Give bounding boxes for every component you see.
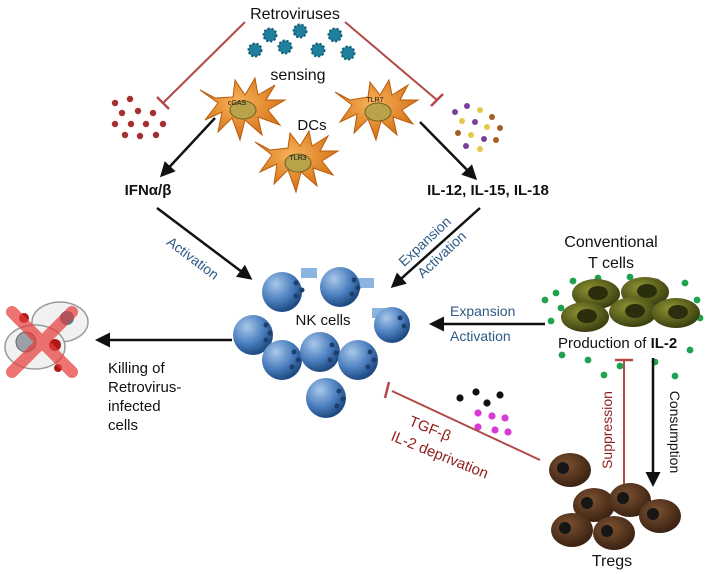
treg-cells: [549, 453, 681, 550]
nk-cell: [262, 340, 302, 380]
treg-inhibit-nk: [383, 381, 541, 461]
expansion-mid-label: Expansion: [450, 303, 515, 319]
tgf-il2-dots: [456, 388, 512, 436]
arrow-dc-to-ifn: [159, 117, 216, 178]
t-cell: [572, 279, 620, 309]
consumption-label: Consumption: [667, 391, 683, 474]
il2-text: IL-2: [651, 335, 678, 352]
nk-cell: [320, 267, 374, 307]
virus-particle: [327, 27, 343, 43]
production-of-text: Production of: [558, 335, 647, 352]
virus-particle: [262, 27, 278, 43]
arrow-dc-to-il12: [419, 121, 478, 181]
treg-cell: [573, 488, 615, 522]
virus-particle: [292, 23, 308, 39]
killing-line4-label: cells: [108, 417, 138, 434]
treg-cell: [593, 516, 635, 550]
suppression-label: Suppression: [599, 391, 615, 469]
virus-particle: [247, 42, 263, 58]
t-cell: [561, 302, 609, 332]
activation-left-label: Activation: [164, 233, 222, 282]
conventional-t-cells: [561, 277, 700, 332]
treg-suppression: [615, 358, 633, 484]
il12-label: IL-12, IL-15, IL-18: [427, 182, 549, 199]
treg-cell: [639, 499, 681, 533]
killed-infected-cells: [4, 301, 89, 378]
nk-cell: [372, 307, 410, 343]
conventional-line1-label: Conventional: [564, 234, 657, 251]
dcs-label: DCs: [297, 117, 326, 134]
cgas-label: cGAS: [228, 100, 247, 107]
ifn-cytokine-dots: [111, 95, 167, 140]
nk-cell: [233, 315, 273, 355]
virus-inhibit-left: [156, 21, 246, 110]
nk-cells-label: NK cells: [295, 312, 350, 329]
sensing-label: sensing: [270, 67, 325, 84]
arrow-ifn-to-nk: [156, 207, 253, 280]
treg-cell: [609, 483, 651, 517]
ifn-label: IFNα/β: [125, 182, 172, 199]
nk-cell: [306, 378, 346, 418]
tlr7-label: TLR7: [366, 97, 383, 104]
nk-cell: [262, 268, 317, 312]
cross-icon: [6, 306, 78, 378]
t-cell: [652, 298, 700, 328]
activation-mid-label: Activation: [450, 328, 511, 344]
killing-line1-label: Killing of: [108, 360, 166, 377]
treg-cell: [549, 453, 591, 487]
nk-cells: [233, 267, 410, 418]
nk-cell: [338, 340, 378, 380]
virus-inhibit-right: [344, 21, 444, 107]
conventional-line2-label: T cells: [588, 255, 634, 272]
treg-cell: [551, 513, 593, 547]
il12-cytokine-dots: [452, 103, 503, 152]
dendritic-cell-tlr7: TLR7: [334, 78, 420, 142]
killing-line2-label: Retrovirus-: [108, 379, 181, 396]
arrow-il12-to-nk: [390, 207, 481, 289]
dendritic-cell-cgas: cGAS: [199, 76, 287, 142]
t-cell: [609, 297, 657, 327]
production-label: Production of IL-2: [558, 335, 677, 352]
virus-particles: [247, 23, 356, 61]
tlr3-label: TLR3: [289, 155, 306, 162]
virus-particle: [310, 42, 326, 58]
retroviruses-label: Retroviruses: [250, 6, 340, 23]
nk-cell: [300, 332, 340, 372]
dendritic-cell-tlr3: TLR3: [254, 129, 340, 194]
virus-particle: [340, 45, 356, 61]
killing-line3-label: infected: [108, 398, 161, 415]
tregs-label: Tregs: [592, 553, 632, 570]
virus-particle: [277, 39, 293, 55]
